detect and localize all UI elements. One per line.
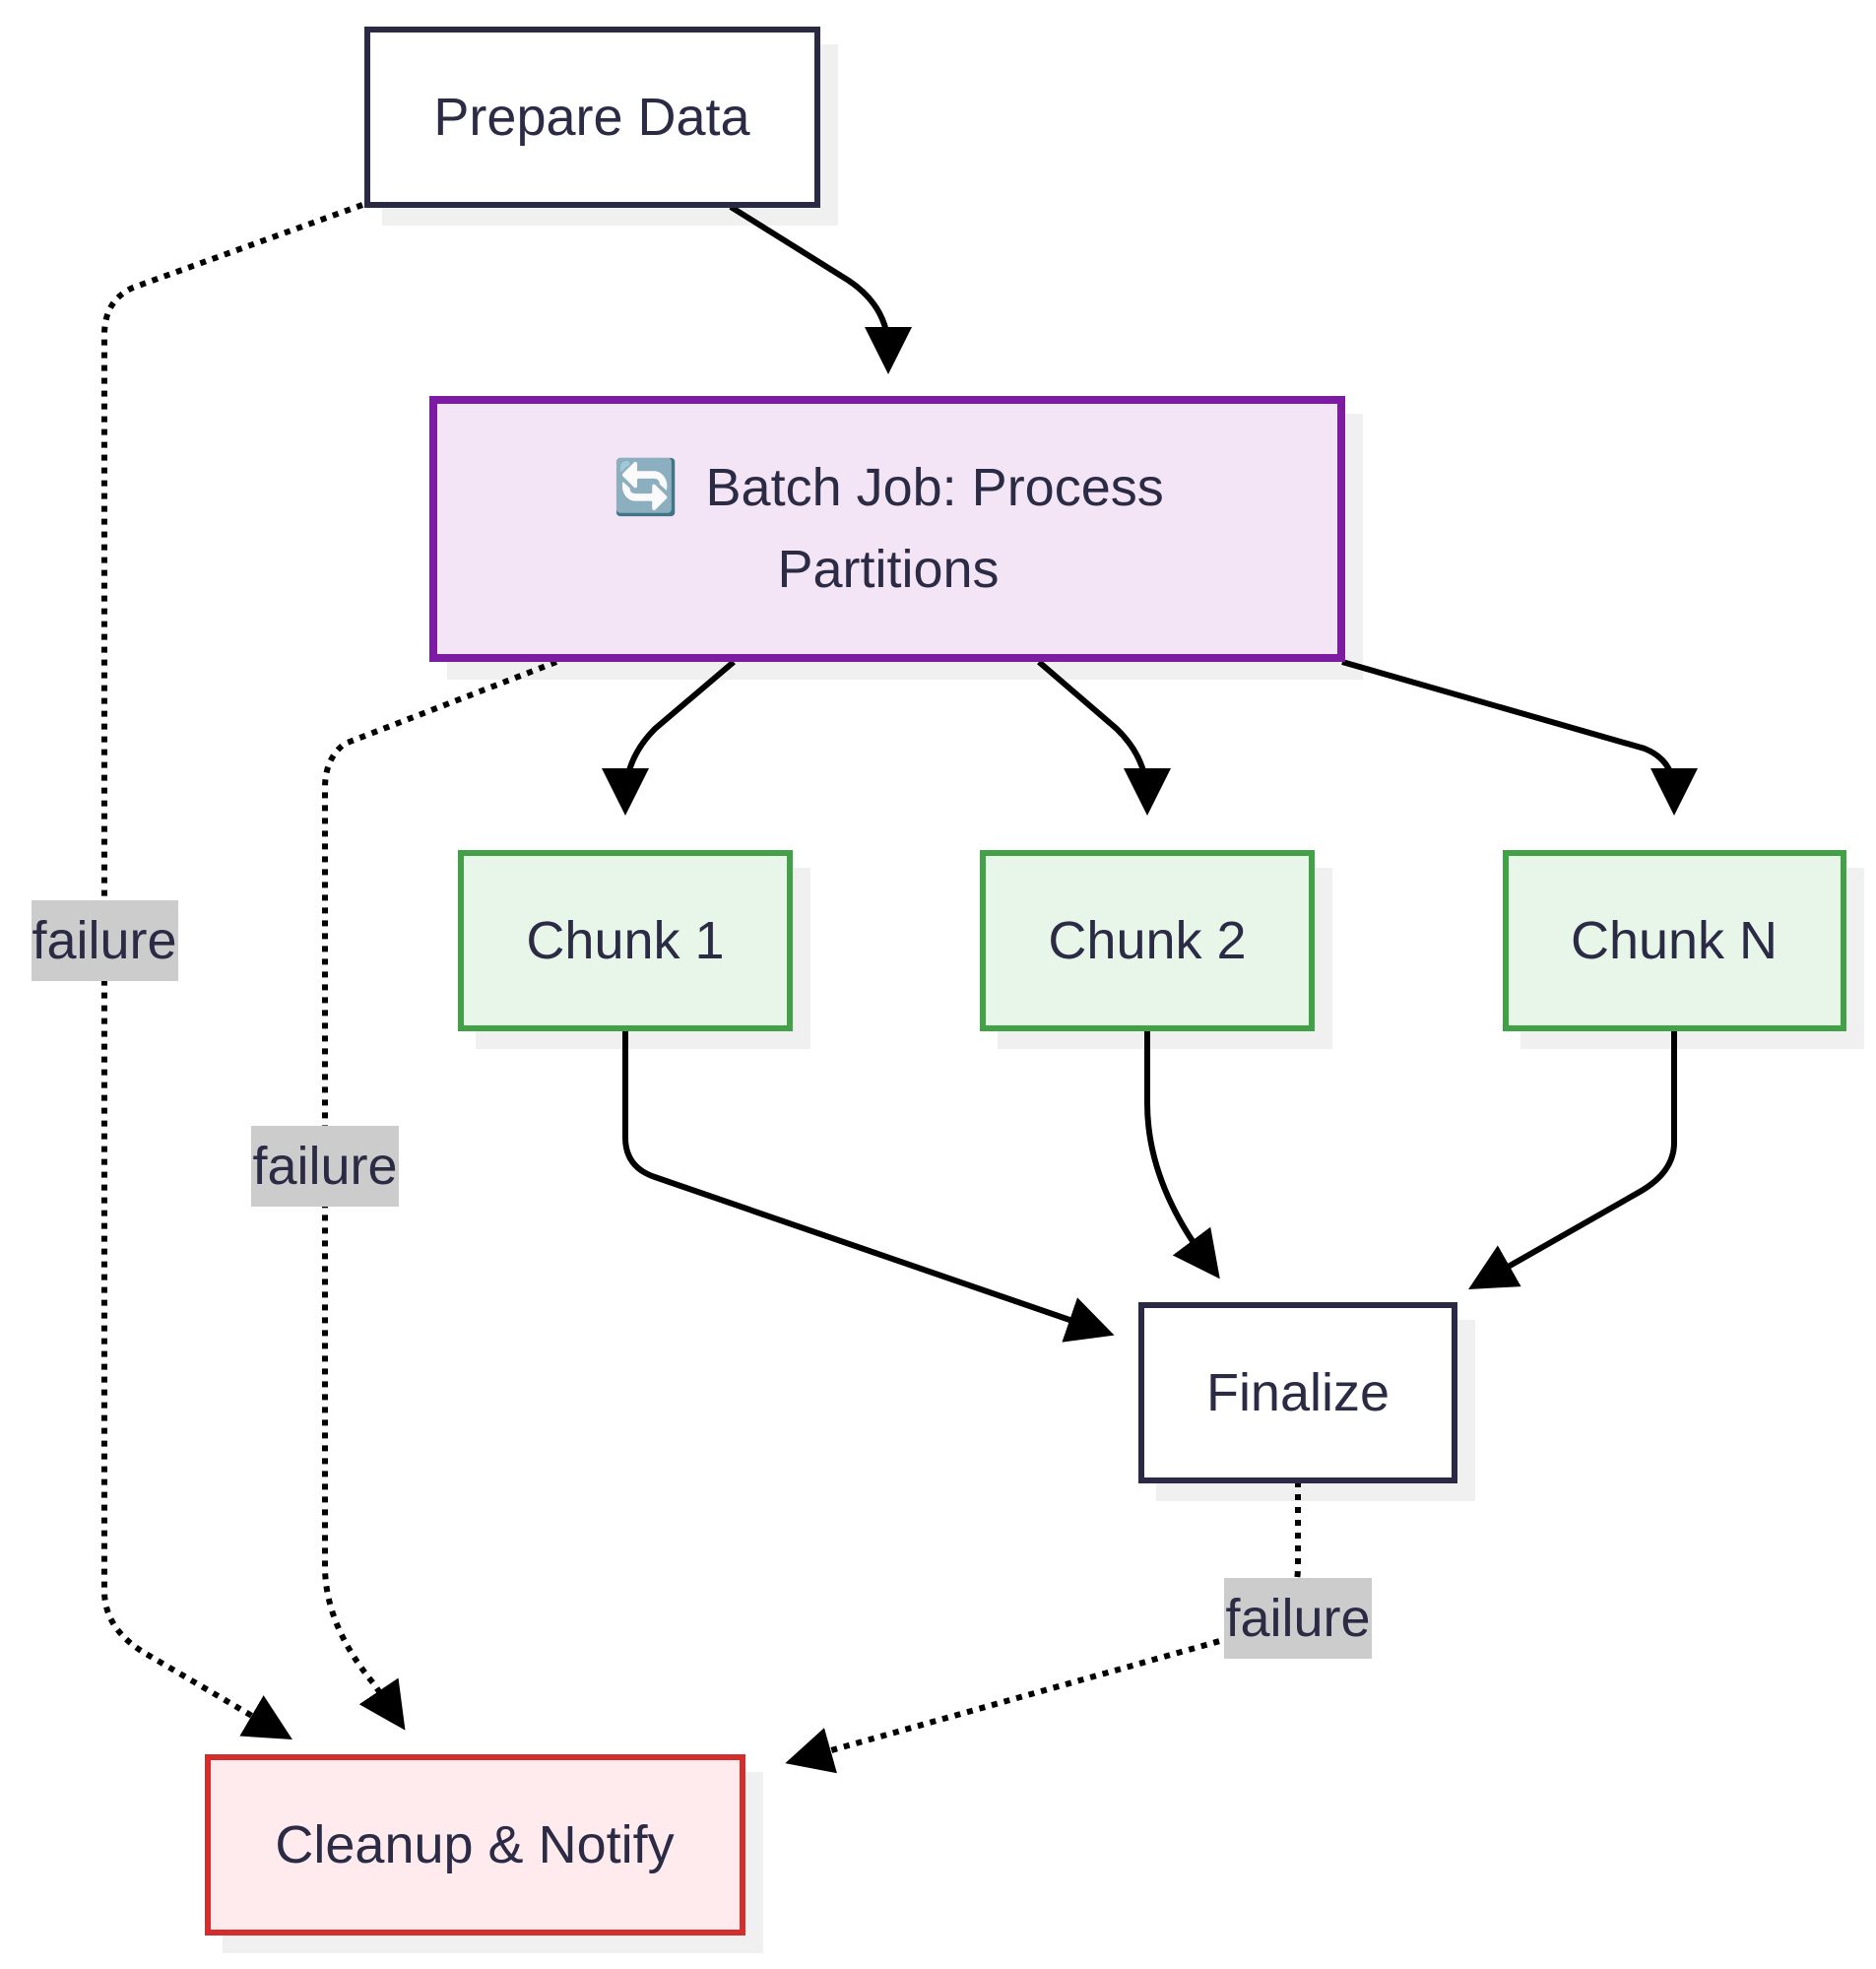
node-box xyxy=(205,1754,745,1936)
node-box xyxy=(364,27,820,208)
node-cleanup-notify: Cleanup & Notify xyxy=(205,1754,745,1936)
edge-label-batch-failure: failure xyxy=(251,1126,399,1207)
batch-icon: 🔄 xyxy=(613,457,679,517)
edge-label-bg xyxy=(32,900,178,981)
svg-text:🔄 Batch Job: Process: 🔄 Batch Job: Process xyxy=(613,457,1164,517)
edge-prepare-failure-to-cleanup xyxy=(101,202,364,1740)
edge-batch-to-chunk1 xyxy=(602,659,736,816)
node-box xyxy=(980,850,1315,1031)
edge-label-finalize-failure: failure xyxy=(1224,1578,1372,1659)
svg-text:failure: failure xyxy=(1225,1589,1370,1648)
edge-batch-failure-to-cleanup xyxy=(322,659,558,1731)
svg-text:Prepare Data: Prepare Data xyxy=(433,88,750,147)
edge-finalize-failure-to-cleanup xyxy=(785,1481,1301,1774)
edge-chunk2-to-finalize xyxy=(1144,1030,1220,1280)
node-chunk-2: Chunk 2 xyxy=(980,850,1315,1031)
batch-label-line1: Batch Job: Process xyxy=(706,458,1164,517)
edge-batch-to-chunk2 xyxy=(1037,659,1171,816)
svg-text:Chunk 2: Chunk 2 xyxy=(1048,911,1246,970)
node-batch-job: 🔄 Batch Job: Process Partitions xyxy=(429,396,1345,662)
svg-text:Finalize: Finalize xyxy=(1206,1363,1390,1422)
node-box xyxy=(1503,850,1846,1031)
node-box xyxy=(1138,1302,1457,1483)
edge-label-bg xyxy=(1224,1578,1372,1659)
svg-text:Cleanup & Notify: Cleanup & Notify xyxy=(275,1815,674,1874)
svg-text:failure: failure xyxy=(252,1137,397,1196)
svg-text:failure: failure xyxy=(32,911,176,970)
node-box xyxy=(429,396,1345,662)
node-chunk-1: Chunk 1 xyxy=(458,850,793,1031)
edge-label-bg xyxy=(251,1126,399,1207)
edge-chunk1-to-finalize xyxy=(622,1030,1115,1343)
node-prepare-data: Prepare Data xyxy=(364,27,820,208)
node-finalize: Finalize xyxy=(1138,1302,1457,1483)
node-chunk-n: Chunk N xyxy=(1503,850,1846,1031)
edge-batch-to-chunkN xyxy=(1341,659,1698,816)
svg-text:Chunk 1: Chunk 1 xyxy=(526,911,724,970)
edge-chunkN-to-finalize xyxy=(1468,1030,1677,1289)
edge-label-prepare-failure: failure xyxy=(32,900,178,981)
edge-prepare-to-batch xyxy=(729,204,912,374)
svg-text:Chunk N: Chunk N xyxy=(1571,911,1778,970)
batch-label-line2: Partitions xyxy=(777,540,999,599)
node-box xyxy=(458,850,793,1031)
